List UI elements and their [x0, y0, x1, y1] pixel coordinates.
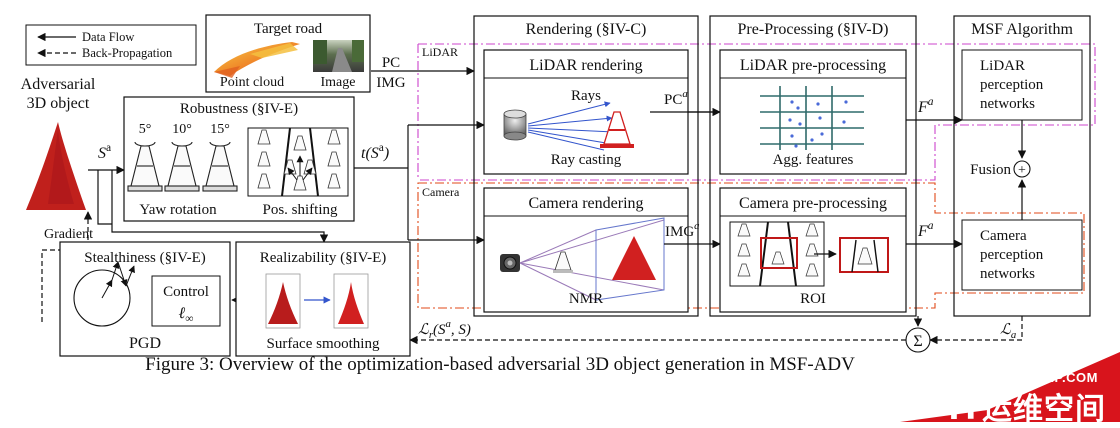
- sum-sign: Σ: [913, 333, 922, 350]
- lidar-net-line3: networks: [980, 96, 1035, 112]
- rendering-group: Rendering (§IV-C) LiDAR rendering Rays R…: [473, 15, 699, 317]
- msf-title: MSF Algorithm: [971, 21, 1073, 38]
- agg-features-label: Agg. features: [773, 152, 854, 168]
- camera-net-line2: perception: [980, 247, 1044, 263]
- image-label: Image: [321, 75, 356, 90]
- lidar-preprocessing-title: LiDAR pre-processing: [740, 57, 886, 74]
- point-cloud-label: Point cloud: [220, 75, 284, 90]
- gradient-label: Gradient: [44, 227, 93, 242]
- angle-5: 5°: [139, 122, 152, 137]
- legend-back-propagation: Back-Propagation: [82, 46, 173, 60]
- road-image: [313, 40, 364, 72]
- lidar-rendering-title: LiDAR rendering: [529, 57, 642, 74]
- feature-points: [788, 100, 848, 148]
- img-a-label: IMGa: [665, 220, 700, 240]
- rays-label: Rays: [571, 88, 601, 104]
- lidar-net-line1: LiDAR: [980, 58, 1025, 74]
- camera-net-line1: Camera: [980, 228, 1027, 244]
- pc-a-label: PCa: [664, 88, 688, 108]
- img-input-label: IMG: [376, 75, 405, 91]
- stealthiness-box: Stealthiness (§IV-E) Control ℓ∞ PGD: [59, 241, 231, 357]
- pos-shifting-label: Pos. shifting: [262, 202, 338, 218]
- target-road-title: Target road: [254, 21, 323, 37]
- camera-cone-small: [553, 251, 573, 273]
- realizability-title: Realizability (§IV-E): [260, 250, 387, 266]
- roi-label: ROI: [800, 291, 826, 307]
- pgd-steps: [101, 261, 135, 299]
- f-a-lidar-label: Fa: [917, 96, 934, 116]
- f-a-camera-label: Fa: [917, 220, 934, 240]
- rough-cone: [268, 282, 298, 324]
- fusion-plus-sign: +: [1018, 163, 1026, 178]
- l-r-label: ℒr(Sa, S): [418, 318, 471, 341]
- preprocessing-title: Pre-Processing (§IV-D): [738, 21, 889, 38]
- watermark-brand: IT运维空间: [948, 392, 1106, 427]
- camera-sensor-icon: [500, 254, 520, 272]
- frustum-lines: [519, 217, 665, 301]
- adversarial-object: Adversarial 3D object: [21, 76, 96, 210]
- camera-projected-cone: [612, 236, 656, 280]
- msf-algorithm-group: MSF Algorithm LiDAR perception networks …: [953, 15, 1091, 317]
- legend: Data Flow Back-Propagation: [25, 24, 197, 66]
- preprocessing-group: Pre-Processing (§IV-D) LiDAR pre-process…: [709, 15, 917, 317]
- yaw-cone-icons: [127, 141, 238, 192]
- legend-data-flow: Data Flow: [82, 30, 134, 44]
- camera-net-line3: networks: [980, 266, 1035, 282]
- figure-caption: Figure 3: Overview of the optimization-b…: [145, 354, 855, 375]
- adversarial-line1: Adversarial: [21, 76, 96, 93]
- angle-10: 10°: [172, 122, 192, 137]
- fusion-label: Fusion: [970, 162, 1011, 178]
- yaw-rotation-label: Yaw rotation: [139, 202, 217, 218]
- lidar-lane-label: LiDAR: [422, 45, 458, 59]
- l-a-label: ℒa: [1000, 322, 1016, 341]
- fusion-plus-icon: [1013, 160, 1031, 178]
- point-cloud-image: [214, 42, 300, 78]
- lidar-net-line2: perception: [980, 77, 1044, 93]
- lidar-lane: LiDAR: [417, 43, 1096, 181]
- camera-lane-label: Camera: [422, 185, 460, 199]
- control-label: Control: [163, 284, 209, 300]
- smooth-cone: [338, 282, 364, 324]
- input-arrows: PC IMG: [371, 55, 475, 91]
- pgd-label: PGD: [129, 335, 161, 352]
- lidar-cone-icon: [600, 111, 634, 148]
- watermark-url: WWW.94IP.COM: [993, 370, 1098, 385]
- robustness-box: Robustness (§IV-E) 5° 10° 15°: [123, 96, 355, 222]
- camera-rendering-title: Camera rendering: [528, 195, 643, 212]
- camera-lane: Camera: [417, 182, 1085, 309]
- target-road-box: Target road Point cloud Image: [205, 14, 371, 93]
- grid-features-icon: [760, 86, 864, 150]
- t-s-a-label: t(Sa): [361, 142, 389, 162]
- l-inf-label: ℓ∞: [179, 305, 194, 325]
- ray-casting-label: Ray casting: [551, 152, 622, 168]
- s-a-label: Sa: [98, 142, 111, 162]
- adversarial-line2: 3D object: [27, 95, 90, 112]
- camera-preprocessing-title: Camera pre-processing: [739, 195, 887, 212]
- lidar-sensor-icon: [503, 109, 527, 141]
- pc-input-label: PC: [382, 55, 400, 71]
- realizability-box: Realizability (§IV-E) Surface smoothing: [235, 241, 411, 357]
- rays-lines: [527, 101, 615, 151]
- surface-smoothing-label: Surface smoothing: [267, 336, 380, 352]
- rendering-title: Rendering (§IV-C): [526, 21, 647, 38]
- robustness-title: Robustness (§IV-E): [180, 101, 298, 117]
- angle-15: 15°: [210, 122, 230, 137]
- position-shift-icon: [247, 127, 349, 197]
- roi-scene-icon: [729, 221, 889, 287]
- stealthiness-title: Stealthiness (§IV-E): [84, 250, 206, 266]
- nmr-label: NMR: [569, 291, 603, 307]
